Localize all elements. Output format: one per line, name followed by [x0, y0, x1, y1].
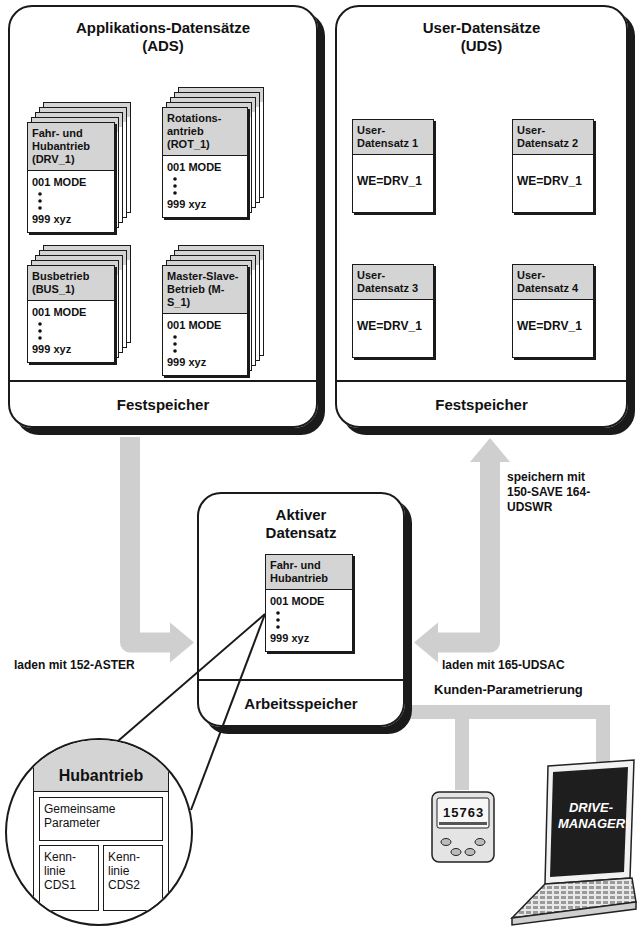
ellipsis-dots — [270, 608, 290, 632]
dot — [276, 611, 280, 615]
card-body: 001 MODE 999 xyz — [163, 314, 247, 375]
parameter-entry: 999 xyz — [32, 213, 110, 226]
dot — [173, 191, 177, 195]
memory-panel: Fahr- und Hubantrieb (DRV_1) 001 MODE 999 … — [8, 5, 318, 428]
memory-panel: Fahr- und Hubantrieb 001 MODE 999 xyz Aktiv… — [197, 492, 405, 727]
parameter-entry: WE=DRV_1 — [517, 320, 589, 333]
dot — [276, 625, 280, 629]
display-reading: 15763 — [441, 805, 486, 820]
card-heading: Fahr- und Hubantrieb — [266, 555, 352, 590]
card-heading: User-Datensatz 3 — [353, 265, 433, 300]
dot — [38, 322, 42, 326]
parameter-entry: 001 MODE — [32, 306, 110, 319]
zoom-leader — [191, 614, 265, 810]
dot — [38, 206, 42, 210]
card-heading: User-Datensatz 4 — [513, 265, 593, 300]
panel-heading: Aktiver Datensatz — [244, 506, 358, 542]
parameter-box: Kenn- linie CDS2 — [103, 845, 163, 911]
memory-label: Festspeicher — [10, 380, 316, 426]
card-body: WE=DRV_1 — [353, 155, 433, 212]
ellipsis-dots — [167, 174, 187, 198]
panel-heading: User-Datensätze (UDS) — [407, 19, 556, 55]
zoom-callout: Gemeinsame ParameterKenn- linie CDS1 Kenn… — [5, 738, 193, 926]
transfer-arrow — [414, 438, 510, 662]
data-set-card: Busbetrieb (BUS_1) 001 MODE 999 xyz — [27, 265, 115, 363]
dot — [173, 184, 177, 188]
card-body: WE=DRV_1 — [353, 300, 433, 357]
arrow-head — [470, 438, 510, 462]
parameter-entry: 001 MODE — [32, 176, 110, 189]
data-set-card: Fahr- und Hubantrieb 001 MODE 999 xyz — [265, 554, 353, 652]
parameter-box: Gemeinsame Parameter — [39, 797, 163, 841]
arrow-shaft — [130, 437, 172, 642]
edge-label: laden mit 152-ASTER — [12, 658, 137, 673]
dot — [38, 336, 42, 340]
note-label: Kunden-Parametrierung — [432, 682, 585, 697]
parameter-entry: 001 MODE — [270, 595, 348, 608]
card-heading: User-Datensatz 2 — [513, 120, 593, 155]
card-body: WE=DRV_1 — [513, 155, 593, 212]
dot — [38, 329, 42, 333]
parameter-entry: WE=DRV_1 — [517, 175, 589, 188]
card-heading: Fahr- und Hubantrieb (DRV_1) — [28, 123, 114, 171]
parameter-entry: 999 xyz — [270, 632, 348, 645]
card-body: 001 MODE 999 xyz — [163, 156, 247, 217]
box-text: Gemeinsame Parameter — [44, 802, 158, 830]
laptop-icon — [512, 760, 636, 925]
parameter-entry: WE=DRV_1 — [357, 175, 429, 188]
panel-heading: Applikations-Datensätze (ADS) — [60, 19, 266, 55]
data-set-card: Master-Slave-Betrieb (M-S_1) 001 MODE 999 … — [162, 265, 248, 376]
dot — [276, 618, 280, 622]
command-label: speichern mit 150-SAVE 164-UDSWR — [505, 470, 609, 515]
arrow-head — [414, 622, 438, 662]
screen-title: DRIVE- MANAGER — [556, 800, 626, 832]
dot — [173, 335, 177, 339]
card-body: WE=DRV_1 — [513, 300, 593, 357]
data-set-card: Fahr- und Hubantrieb (DRV_1) 001 MODE 999 … — [27, 122, 115, 233]
card-heading: Hubantrieb — [33, 740, 169, 792]
data-set-card: User-Datensatz 3 WE=DRV_1 — [352, 264, 434, 358]
dot — [173, 349, 177, 353]
parameter-entry: 999 xyz — [32, 343, 110, 356]
box-text: Kenn- linie CDS1 — [44, 850, 94, 892]
card-heading: User-Datensatz 1 — [353, 120, 433, 155]
ellipsis-dots — [167, 332, 187, 356]
dot — [173, 342, 177, 346]
keypad-icon — [432, 792, 494, 862]
card-body: 001 MODE 999 xyz — [28, 301, 114, 362]
dot — [38, 199, 42, 203]
card-heading: Master-Slave-Betrieb (M-S_1) — [163, 266, 247, 314]
ellipsis-dots — [32, 319, 52, 343]
memory-label: Arbeitsspeicher — [199, 679, 403, 725]
parameter-entry: WE=DRV_1 — [357, 320, 429, 333]
card-body: 001 MODE 999 xyz — [28, 171, 114, 232]
parameter-entry: 999 xyz — [167, 356, 243, 369]
dot — [173, 177, 177, 181]
card-heading: Rotations-antrieb (ROT_1) — [163, 108, 247, 156]
dot — [38, 192, 42, 196]
data-set-card: Rotations-antrieb (ROT_1) 001 MODE 999 xyz — [162, 107, 248, 218]
parameter-entry: 001 MODE — [167, 161, 243, 174]
parameter-entry: 999 xyz — [167, 198, 243, 211]
data-set-card: User-Datensatz 2 WE=DRV_1 — [512, 119, 594, 213]
box-text: Kenn- linie CDS2 — [108, 850, 158, 892]
parameter-entry: 001 MODE — [167, 319, 243, 332]
card-heading: Busbetrieb (BUS_1) — [28, 266, 114, 301]
arrow-head — [170, 622, 194, 662]
ellipsis-dots — [32, 189, 52, 213]
transfer-arrow — [130, 437, 194, 662]
command-label: laden mit 165-UDSAC — [440, 658, 567, 673]
data-set-card: User-Datensatz 1 WE=DRV_1 — [352, 119, 434, 213]
arrow-shaft — [436, 460, 490, 642]
memory-panel: User-Datensatz 1WE=DRV_1User-Datensatz 2… — [335, 5, 628, 428]
memory-label: Festspeicher — [337, 380, 626, 426]
card-body: 001 MODE 999 xyz — [266, 590, 352, 651]
data-set-card: User-Datensatz 4 WE=DRV_1 — [512, 264, 594, 358]
parameter-box: Kenn- linie CDS1 — [39, 845, 99, 911]
